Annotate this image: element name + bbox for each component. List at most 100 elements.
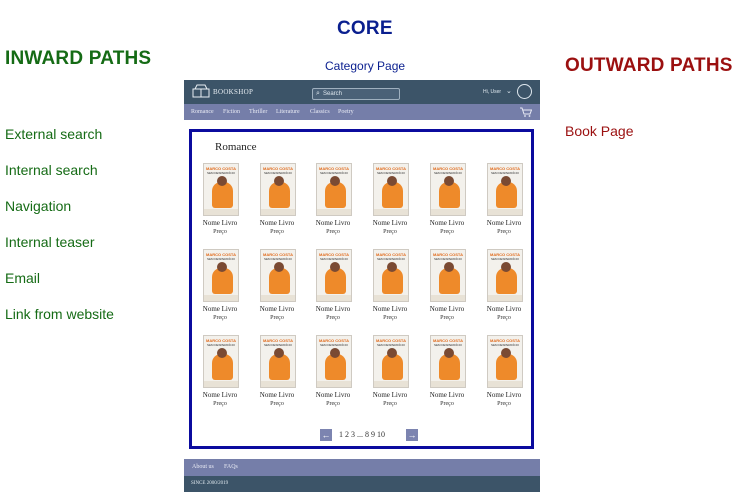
book-name[interactable]: Nome Livro	[372, 219, 408, 227]
footer-link-faqs[interactable]: FAQs	[224, 464, 238, 470]
user-greeting: Hi, User	[483, 89, 502, 95]
book-price: Preço	[270, 229, 284, 235]
cover-person-figure	[212, 354, 233, 380]
book-name[interactable]: Nome Livro	[315, 219, 351, 227]
book-price: Preço	[213, 229, 227, 235]
book-name[interactable]: Nome Livro	[202, 219, 238, 227]
cover-person-figure	[212, 182, 233, 208]
book-price: Preço	[326, 401, 340, 407]
search-icon: ⌕	[316, 90, 320, 97]
book-name[interactable]: Nome Livro	[429, 391, 465, 399]
bookshop-logo-icon[interactable]	[191, 84, 211, 99]
cover-subtitle: SEM DESPERDÍCIO	[206, 343, 235, 347]
book-price: Preço	[497, 315, 511, 321]
cover-person-figure	[325, 268, 346, 294]
book-price: Preço	[213, 401, 227, 407]
cover-bottom-band	[204, 295, 238, 301]
nav-item-romance[interactable]: Romance	[191, 109, 214, 115]
book-name[interactable]: Nome Livro	[429, 305, 465, 313]
cover-person-head	[330, 348, 340, 358]
book-name[interactable]: Nome Livro	[486, 219, 522, 227]
book-price: Preço	[497, 401, 511, 407]
cover-person-head	[444, 176, 454, 186]
cover-bottom-band	[374, 209, 408, 215]
cover-subtitle: SEM DESPERDÍCIO	[490, 343, 519, 347]
book-price: Preço	[326, 229, 340, 235]
cover-author: MARCO COSTA	[490, 338, 520, 343]
book-name[interactable]: Nome Livro	[259, 305, 295, 313]
cover-person-figure	[496, 182, 517, 208]
footer-link-about-us[interactable]: About us	[192, 464, 214, 470]
cover-bottom-band	[261, 295, 295, 301]
search-input[interactable]: ⌕ Search	[312, 88, 400, 100]
cover-subtitle: SEM DESPERDÍCIO	[263, 343, 292, 347]
inward-path-internal-search: Internal search	[5, 162, 98, 178]
cover-subtitle: SEM DESPERDÍCIO	[376, 343, 405, 347]
cover-subtitle: SEM DESPERDÍCIO	[319, 171, 348, 175]
cover-subtitle: SEM DESPERDÍCIO	[206, 257, 235, 261]
cover-author: MARCO COSTA	[206, 338, 236, 343]
nav-item-poetry[interactable]: Poetry	[338, 109, 354, 115]
book-name[interactable]: Nome Livro	[315, 305, 351, 313]
copyright-text: SINCE 2000/2019	[191, 481, 229, 486]
book-name[interactable]: Nome Livro	[259, 219, 295, 227]
book-name[interactable]: Nome Livro	[315, 391, 351, 399]
cover-bottom-band	[488, 209, 522, 215]
user-avatar-icon[interactable]	[517, 84, 532, 99]
cover-person-head	[217, 262, 227, 272]
book-name[interactable]: Nome Livro	[486, 305, 522, 313]
core-title: CORE	[337, 18, 393, 39]
cover-author: MARCO COSTA	[433, 252, 463, 257]
mockup-header: BOOKSHOP ⌕ Search Hi, User ⌄	[184, 80, 540, 104]
book-name[interactable]: Nome Livro	[429, 219, 465, 227]
previous-page-button[interactable]: ←	[320, 429, 332, 441]
cover-subtitle: SEM DESPERDÍCIO	[206, 171, 235, 175]
inward-path-internal-teaser: Internal teaser	[5, 234, 95, 250]
nav-item-classics[interactable]: Classics	[310, 109, 330, 115]
logo-text[interactable]: BOOKSHOP	[213, 88, 254, 96]
nav-item-thriller[interactable]: Thriller	[249, 109, 268, 115]
chevron-down-icon[interactable]: ⌄	[506, 88, 512, 95]
book-price: Preço	[326, 315, 340, 321]
book-name[interactable]: Nome Livro	[486, 391, 522, 399]
book-name[interactable]: Nome Livro	[259, 391, 295, 399]
book-name[interactable]: Nome Livro	[372, 305, 408, 313]
book-name[interactable]: Nome Livro	[372, 391, 408, 399]
cover-author: MARCO COSTA	[376, 338, 406, 343]
book-price: Preço	[213, 315, 227, 321]
inward-path-email: Email	[5, 270, 41, 286]
nav-item-fiction[interactable]: Fiction	[223, 109, 241, 115]
cover-bottom-band	[431, 381, 465, 387]
book-name[interactable]: Nome Livro	[202, 305, 238, 313]
cover-subtitle: SEM DESPERDÍCIO	[319, 343, 348, 347]
next-page-button[interactable]: →	[406, 429, 418, 441]
nav-item-literature[interactable]: Literature	[276, 109, 300, 115]
cover-author: MARCO COSTA	[319, 166, 349, 171]
cover-person-figure	[325, 182, 346, 208]
cover-person-figure	[496, 354, 517, 380]
cover-bottom-band	[317, 381, 351, 387]
cart-icon[interactable]	[520, 107, 532, 117]
book-name[interactable]: Nome Livro	[202, 391, 238, 399]
page-numbers[interactable]: 1 2 3 ... 8 9 10	[339, 430, 385, 439]
cover-person-head	[501, 262, 511, 272]
cover-bottom-band	[431, 209, 465, 215]
